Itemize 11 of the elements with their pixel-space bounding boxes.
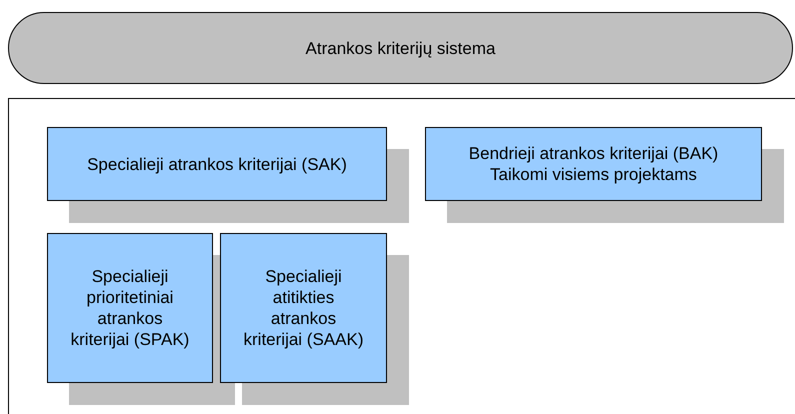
- box-text: Specialieji prioritetiniai atrankos kriterijai (SPAK): [70, 266, 190, 350]
- criteria-box: [425, 127, 762, 201]
- criteria-box: [220, 233, 387, 383]
- title-text: Atrankos kriterijų sistema: [306, 38, 496, 58]
- criteria-box: [47, 233, 213, 383]
- group-frame: [8, 98, 795, 414]
- box-text: Taikomi visiems projektams: [490, 164, 697, 185]
- box-text: Specialieji atitikties atrankos kriterijai (SAAK): [242, 266, 364, 350]
- box-text: Specialieji atrankos kriterijai (SAK): [87, 154, 347, 174]
- criteria-box: [47, 127, 387, 201]
- box-text: Bendrieji atrankos kriterijai (BAK): [468, 143, 718, 164]
